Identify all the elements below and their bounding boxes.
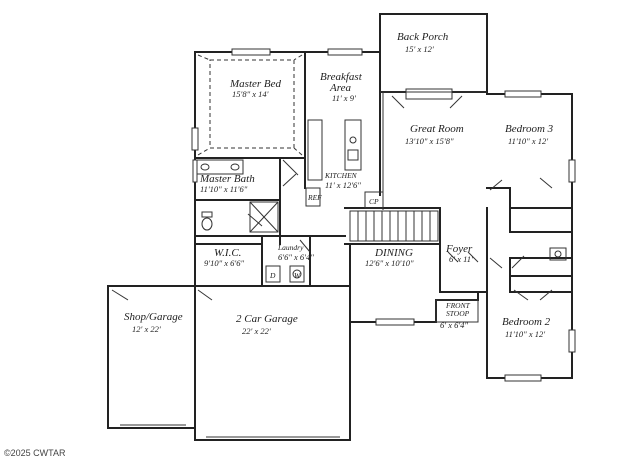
great-room-label: Great Room (410, 123, 464, 135)
front-stoop-label: FRONT (445, 301, 471, 310)
bedroom-3-dim: 11'10" x 12' (508, 136, 548, 146)
back-porch-dim: 15' x 12' (405, 44, 434, 54)
front-stoop-label-2: STOOP (446, 309, 470, 318)
master-bath-dim: 11'10" x 11'6" (200, 184, 248, 194)
car-garage-label: 2 Car Garage (236, 313, 298, 325)
shop-garage-dim: 12' x 22' (132, 324, 161, 334)
dryer-label: D (269, 271, 276, 280)
kitchen-label: KITCHEN (324, 171, 358, 180)
bedroom-2-dim: 11'10" x 12' (505, 329, 545, 339)
garage-doors (111, 289, 340, 438)
dining-dim: 12'6" x 10'10" (365, 258, 414, 268)
door-swings (247, 95, 553, 301)
cp-label: CP (369, 197, 379, 206)
stairs (349, 210, 439, 242)
bath-fixtures (196, 159, 567, 261)
shop-garage-label: Shop/Garage (124, 311, 183, 323)
dining-label: DINING (374, 247, 413, 259)
washer-label: W (294, 271, 301, 280)
back-porch-label: Back Porch (397, 31, 449, 43)
windows (191, 48, 576, 382)
master-bed-label: Master Bed (229, 78, 282, 90)
breakfast-dim: 11' x 9' (332, 93, 356, 103)
breakfast-label: Breakfast (320, 71, 363, 83)
master-bed-dim: 15'8" x 14' (232, 89, 269, 99)
bedroom-2-label: Bedroom 2 (502, 316, 551, 328)
wic-dim: 9'10" x 6'6" (204, 258, 244, 268)
laundry-dim: 6'6" x 6'4" (278, 252, 314, 262)
kitchen-cabinets (305, 119, 384, 209)
interior-walls (194, 51, 573, 293)
foyer-label: Foyer (445, 243, 473, 255)
ref-label: REF (307, 193, 322, 202)
tray-ceiling (197, 54, 303, 156)
car-garage-dim: 22' x 22' (242, 326, 271, 336)
front-stoop-dim: 6' x 6'4" (440, 320, 468, 330)
bedroom-3-label: Bedroom 3 (505, 123, 554, 135)
wic-label: W.I.C. (214, 247, 241, 259)
breakfast-label-2: Area (329, 82, 351, 94)
foyer-dim: 6' x 11' (449, 254, 473, 264)
master-bath-label: Master Bath (199, 173, 255, 185)
kitchen-dim: 11' x 12'6" (325, 180, 361, 190)
laundry-machines (265, 265, 305, 283)
laundry-label: Laundry (277, 243, 304, 252)
great-room-dim: 13'10" x 15'8" (405, 136, 454, 146)
copyright-watermark: ©2025 CWTAR (4, 448, 66, 458)
